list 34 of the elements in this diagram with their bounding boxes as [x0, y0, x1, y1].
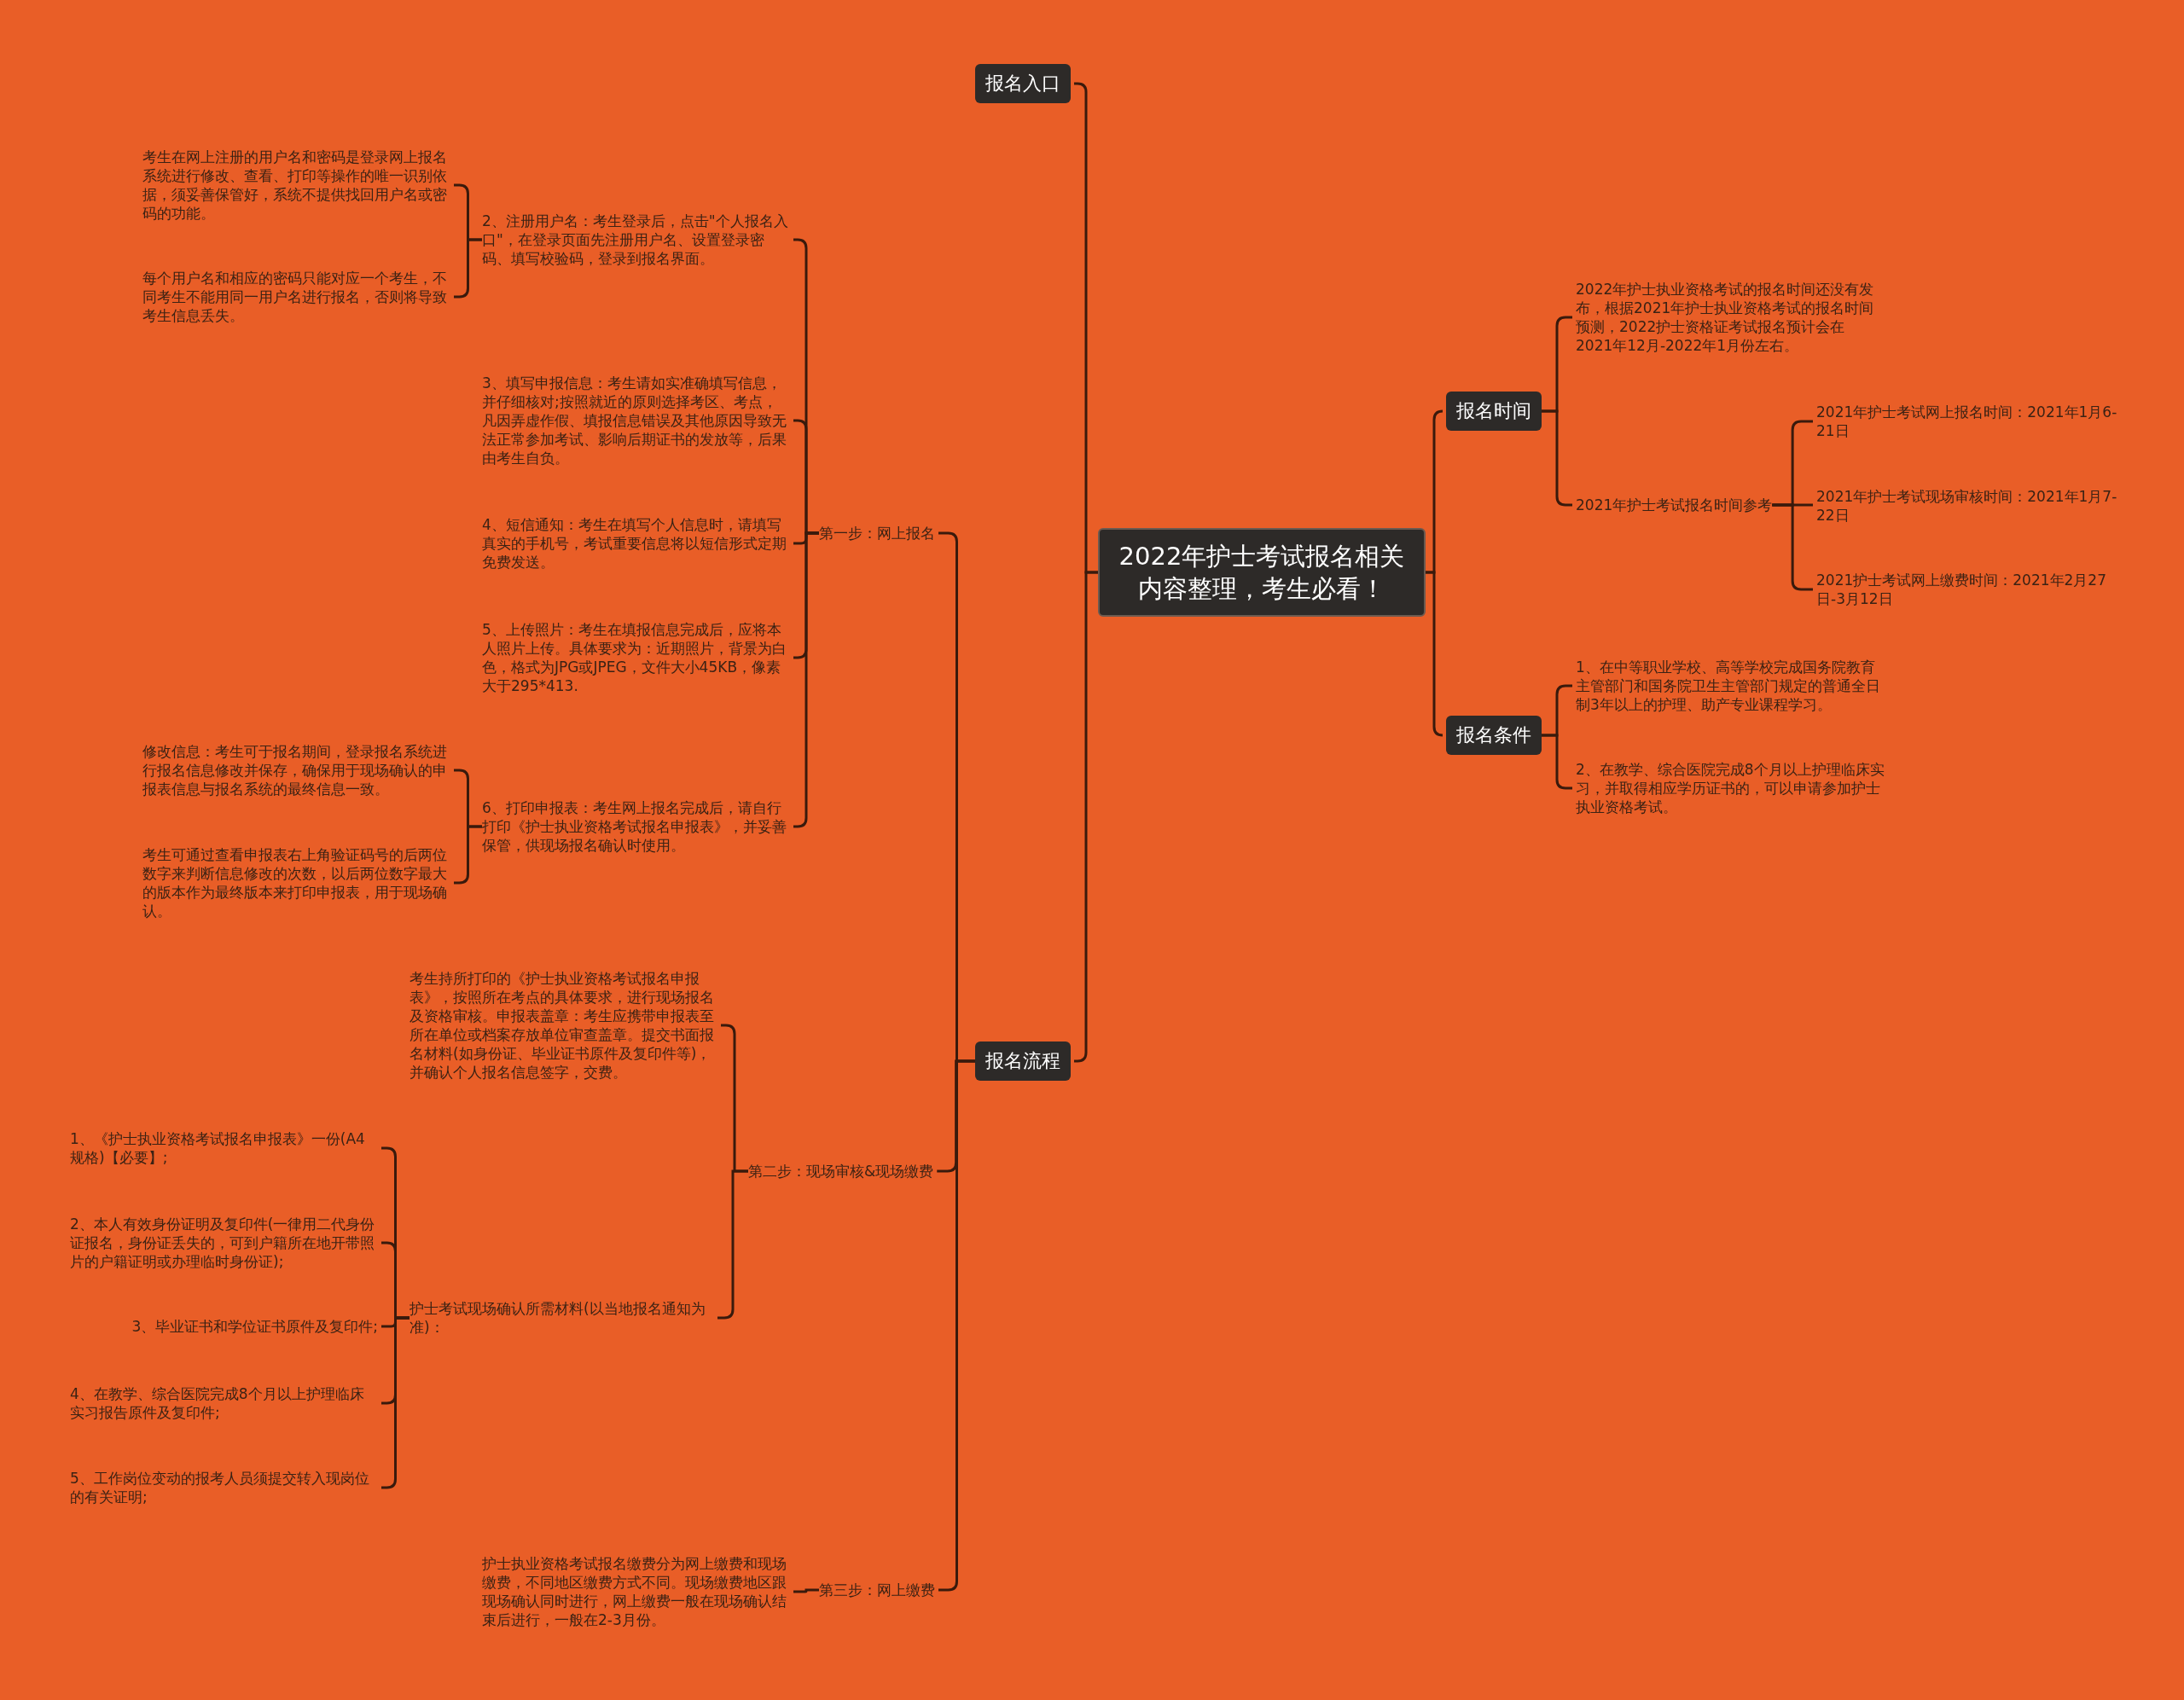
topic-text: 5、上传照片：考生在填报信息完成后，应将本人照片上传。具体要求为：近期照片，背景为白色，格式为JPG或JPEG，文件大小45KB，像素大于295*413.: [482, 620, 790, 695]
topic-text: 2022年护士执业资格考试的报名时间还没有发布，根据2021年护士执业资格考试的报名时间预测，2022护士资格证考试报名预计会在2021年12月-2022年1月份左右。: [1576, 280, 1880, 355]
topic-text: 修改信息：考生可于报名期间，登录报名系统进行报名信息修改并保存，确保用于现场确认的申报表信息与报名系统的最终信息一致。: [142, 742, 450, 798]
topic-text: 1、在中等职业学校、高等学校完成国务院教育主管部门和国务院卫生主管部门规定的普通全日制3年以上的护理、助产专业课程学习。: [1576, 658, 1889, 714]
topic-text: 2021年护士考试网上报名时间：2021年1月6-21日: [1816, 403, 2129, 440]
topic-text: 2、注册用户名：考生登录后，点击"个人报名入口"，在登录页面先注册用户名、设置登录密码、填写校验码，登录到报名界面。: [482, 212, 790, 268]
connector-line: [793, 1588, 819, 1593]
topic-text: 第一步：网上报名: [819, 524, 935, 542]
branch-topic-box: 报名流程: [975, 1041, 1071, 1081]
branch-topic-box: 报名条件: [1446, 716, 1542, 755]
central-topic-box: 2022年护士考试报名相关内容整理，考生必看！: [1098, 528, 1426, 617]
topic-text: 2021年护士考试现场审核时间：2021年1月7-22日: [1816, 487, 2129, 525]
topic-text: 护士执业资格考试报名缴费分为网上缴费和现场缴费，不同地区缴费方式不同。现场缴费地区跟现场确认同时进行，网上缴费一般在现场确认结束后进行，一般在2-3月份。: [482, 1554, 790, 1629]
topic-text: 护士考试现场确认所需材料(以当地报名通知为准)：: [410, 1299, 714, 1337]
topic-text: 4、在教学、综合医院完成8个月以上护理临床实习报告原件及复印件;: [70, 1384, 378, 1422]
branch-topic-box: 报名时间: [1446, 392, 1542, 431]
topic-text: 2021护士考试网上缴费时间：2021年2月27日-3月12日: [1816, 571, 2129, 608]
topic-text: 3、毕业证书和学位证书原件及复印件;: [70, 1317, 378, 1336]
topic-text: 考生在网上注册的用户名和密码是登录网上报名系统进行修改、查看、打印等操作的唯一识别依据，须妥善保管好，系统不提供找回用户名或密码的功能。: [142, 148, 450, 223]
topic-text: 2、本人有效身份证明及复印件(一律用二代身份证报名，身份证丢失的，可到户籍所在地开带照片的户籍证明或办理临时身份证);: [70, 1215, 378, 1271]
connector-line: [1426, 571, 1444, 737]
topic-text: 2、在教学、综合医院完成8个月以上护理临床实习，并取得相应学历证书的，可以申请参加护士执业资格考试。: [1576, 760, 1889, 816]
topic-text: 6、打印申报表：考生网上报名完成后，请自行打印《护士执业资格考试报名申报表》，并妥善保管，供现场报名确认时使用。: [482, 798, 790, 855]
topic-text: 第二步：现场审核&现场缴费: [748, 1162, 934, 1181]
topic-text: 4、短信通知：考生在填写个人信息时，请填写真实的手机号，考试重要信息将以短信形式定期免费发送。: [482, 515, 790, 572]
topic-text: 1、《护士执业资格考试报名申报表》一份(A4规格)【必要】;: [70, 1129, 378, 1167]
topic-text: 第三步：网上缴费: [819, 1581, 935, 1599]
topic-text: 2021年护士考试报名时间参考: [1576, 496, 1773, 514]
topic-text: 考生持所打印的《护士执业资格考试报名申报表》，按照所在考点的具体要求，进行现场报名及资格审核。申报表盖章：考生应携带申报表至所在单位或档案存放单位审查盖章。提交书面报名材料(如身份证、毕业证书原件及复印件等)，并确认个人报名信息签字，交费。: [410, 969, 717, 1082]
topic-text: 5、工作岗位变动的报考人员须提交转入现岗位的有关证明;: [70, 1469, 378, 1506]
branch-topic-box: 报名入口: [975, 64, 1071, 103]
topic-text: 3、填写申报信息：考生请如实准确填写信息，并仔细核对;按照就近的原则选择考区、考点，凡因弄虚作假、填报信息错误及其他原因导致无法正常参加考试、影响后期证书的发放等，后果由考生自负。: [482, 374, 790, 467]
topic-text: 每个用户名和相应的密码只能对应一个考生，不同考生不能用同一用户名进行报名，否则将导致考生信息丢失。: [142, 269, 450, 325]
topic-text: 考生可通过查看申报表右上角验证码号的后两位数字来判断信息修改的次数，以后两位数字最大的版本作为最终版本来打印申报表，用于现场确认。: [142, 845, 450, 920]
